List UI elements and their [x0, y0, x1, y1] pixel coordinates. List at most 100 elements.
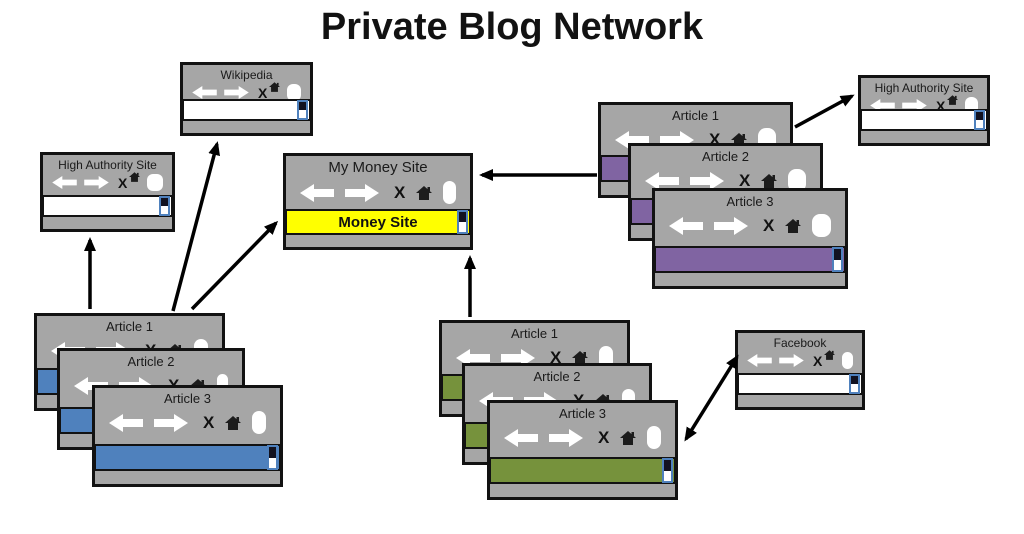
- window-title: Wikipedia: [220, 68, 273, 82]
- money-site-label: Money Site: [338, 213, 418, 231]
- close-icon: X: [709, 129, 721, 149]
- window-title: High Authority Site: [58, 158, 157, 172]
- back-arrow-icon: [109, 413, 143, 432]
- close-icon: X: [936, 97, 946, 114]
- browser-nav-row: X: [490, 426, 675, 449]
- window-title: Article 2: [702, 149, 749, 164]
- scrollbar: [159, 196, 170, 216]
- back-arrow-icon: [456, 348, 490, 367]
- forward-arrow-icon: [690, 171, 724, 190]
- back-arrow-icon: [504, 428, 538, 447]
- scrollbar: [832, 247, 843, 272]
- search-box: [252, 411, 266, 434]
- back-arrow-icon: [300, 183, 334, 202]
- content-bar: [737, 373, 863, 395]
- browser-nav-row: X: [861, 94, 987, 114]
- home-icon: [416, 185, 433, 200]
- browser-nav-row: X: [286, 181, 470, 204]
- back-arrow-icon: [74, 376, 108, 395]
- browser-nav-row: X: [183, 81, 310, 101]
- search-box: [812, 214, 831, 237]
- browser-nav-row: X: [43, 171, 172, 191]
- window-title: Article 3: [164, 391, 211, 406]
- arrow-connector: [171, 141, 220, 312]
- content-bar: [182, 99, 311, 121]
- home-icon: [129, 171, 141, 182]
- close-icon: X: [813, 352, 823, 369]
- forward-arrow-icon: [902, 99, 927, 112]
- home-icon: [269, 81, 281, 92]
- forward-arrow-icon: [549, 428, 583, 447]
- browser-window-article3-right: Article 3 X: [652, 188, 848, 289]
- forward-arrow-icon: [154, 413, 188, 432]
- home-icon: [785, 218, 802, 233]
- browser-nav-row: X: [738, 349, 862, 369]
- close-icon: X: [550, 347, 562, 367]
- content-bar: [489, 457, 676, 484]
- search-box: [147, 174, 163, 191]
- back-arrow-icon: [669, 216, 703, 235]
- search-box: [788, 169, 806, 192]
- window-title: Article 3: [726, 194, 774, 209]
- browser-window-article3-center: Article 3 X: [487, 400, 678, 500]
- forward-arrow-icon: [501, 348, 535, 367]
- home-icon: [824, 349, 836, 360]
- forward-arrow-icon: [779, 354, 804, 367]
- search-box: [443, 181, 456, 204]
- window-title: Article 1: [511, 326, 558, 341]
- content-bar: [860, 109, 988, 131]
- arrow-connector: [190, 220, 279, 311]
- back-arrow-icon: [870, 99, 895, 112]
- scrollbar: [267, 445, 278, 470]
- scrollbar: [457, 210, 468, 234]
- content-bar: [94, 444, 281, 471]
- window-title: Article 1: [672, 108, 719, 123]
- close-icon: X: [739, 170, 751, 190]
- browser-nav-row: X: [655, 214, 845, 237]
- back-arrow-icon: [615, 130, 649, 149]
- search-box: [647, 426, 661, 449]
- browser-window-article3-left: Article 3 X: [92, 385, 283, 487]
- forward-arrow-icon: [714, 216, 748, 235]
- scrollbar: [662, 458, 673, 483]
- window-title: Article 3: [559, 406, 606, 421]
- home-icon: [572, 350, 589, 365]
- home-icon: [620, 430, 637, 445]
- money-site-bar: Money Site: [285, 209, 471, 235]
- content-bar: [654, 246, 846, 273]
- browser-window-wikipedia: Wikipedia X: [180, 62, 313, 136]
- browser-nav-row: X: [95, 411, 280, 434]
- close-icon: X: [258, 84, 268, 101]
- close-icon: X: [203, 412, 215, 432]
- search-box: [842, 352, 853, 369]
- home-icon: [761, 173, 778, 188]
- window-title: Article 2: [533, 369, 581, 384]
- close-icon: X: [763, 215, 775, 235]
- back-arrow-icon: [52, 176, 77, 189]
- forward-arrow-icon: [224, 86, 249, 99]
- close-icon: X: [598, 427, 610, 447]
- back-arrow-icon: [645, 171, 679, 190]
- arrow-connector: [684, 354, 739, 442]
- browser-window-my-money-site: My Money Site X Money Site: [283, 153, 473, 250]
- back-arrow-icon: [192, 86, 217, 99]
- home-icon: [225, 415, 242, 430]
- scrollbar: [974, 110, 985, 130]
- forward-arrow-icon: [345, 183, 379, 202]
- browser-window-high-authority-right: High Authority Site X: [858, 75, 990, 146]
- browser-window-facebook: Facebook X: [735, 330, 865, 410]
- scrollbar: [297, 100, 308, 120]
- diagram-title: Private Blog Network: [320, 6, 704, 48]
- forward-arrow-icon: [84, 176, 109, 189]
- window-title: Article 1: [106, 319, 153, 334]
- window-title: High Authority Site: [874, 81, 974, 95]
- browser-window-high-authority-left: High Authority Site X: [40, 152, 175, 232]
- window-title: My Money Site: [328, 159, 428, 176]
- browser-nav-row: X: [631, 169, 820, 192]
- arrow-connector: [794, 94, 855, 129]
- home-icon: [947, 94, 959, 105]
- content-bar: [42, 195, 173, 217]
- search-box: [287, 84, 301, 101]
- close-icon: X: [394, 182, 406, 202]
